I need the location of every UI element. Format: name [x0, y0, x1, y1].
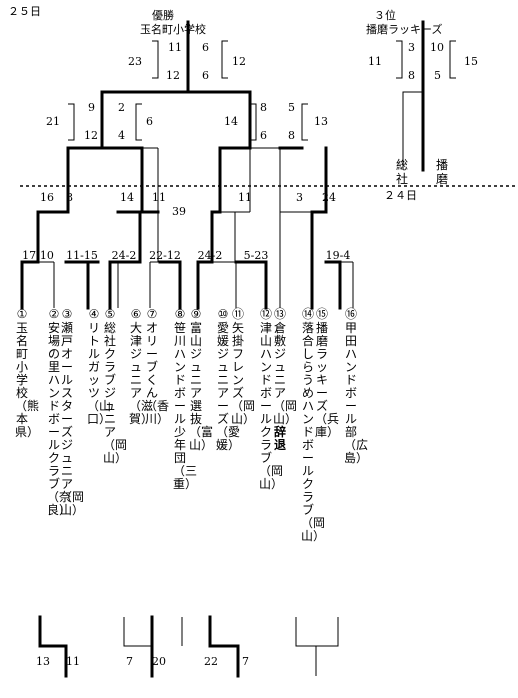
third-team: 播磨ラッキーズ — [366, 23, 443, 36]
bottom-score: 22 — [204, 655, 218, 668]
third-thin — [402, 91, 423, 170]
third-right-total: 15 — [464, 55, 478, 68]
quarter-score-3: 14 — [120, 191, 134, 204]
semi-right-a-h2: 6 — [260, 129, 267, 142]
bottom-thick — [38, 615, 240, 678]
third-left-h2: 8 — [408, 69, 415, 82]
leg-thin — [21, 262, 354, 308]
round1-score: 24-2 — [111, 249, 137, 262]
round1-score: 24-2 — [197, 249, 223, 262]
quarter-score-2: 8 — [66, 191, 73, 204]
score-brackets — [68, 40, 456, 141]
quarter-score-6: 11 — [238, 191, 252, 204]
semi-left-a-h2: 12 — [84, 129, 98, 142]
bottom-thin — [123, 617, 339, 676]
bottom-score: 7 — [126, 655, 133, 668]
final-left-total: 23 — [128, 55, 142, 68]
bottom-score: 13 — [36, 655, 50, 668]
quarter-score-8: 24 — [322, 191, 336, 204]
riser-thin — [157, 212, 281, 262]
final-left-h2: 12 — [166, 69, 180, 82]
winner-line — [158, 210, 268, 310]
third-right-h1: 10 — [430, 41, 444, 54]
quarter-score-5: 39 — [172, 205, 186, 218]
winner-line — [278, 146, 342, 310]
semi-left-a-h1: 9 — [88, 101, 95, 114]
bottom-score: 11 — [66, 655, 80, 668]
semi-left-a-total: 21 — [46, 115, 60, 128]
third-left-total: 11 — [368, 55, 382, 68]
winner-line — [186, 90, 252, 214]
quarter-score-7: 3 — [296, 191, 303, 204]
final-right-total: 12 — [232, 55, 246, 68]
day24-label: ２４日 — [384, 189, 417, 202]
champion-title: 優勝 — [152, 9, 174, 22]
round1-score: 17-10 — [22, 249, 54, 262]
final-right-h2: 6 — [202, 69, 209, 82]
semi-left-b-h2: 4 — [118, 129, 125, 142]
third-title: ３位 — [374, 9, 396, 22]
round1-score: 19-4 — [325, 249, 351, 262]
winner-line — [20, 20, 190, 310]
day25-label: ２５日 — [8, 5, 41, 18]
third-side-left: 総社 — [396, 158, 409, 186]
semi-right-b-h1: 5 — [288, 101, 295, 114]
semi-right-a-h1: 8 — [260, 101, 267, 114]
quarter-score-1: 16 — [40, 191, 54, 204]
semi-right-b-total: 13 — [314, 115, 328, 128]
withdrawn-label: 辞退 — [273, 425, 286, 452]
round1-score: 22-12 — [149, 249, 181, 262]
bottom-score: 20 — [152, 655, 166, 668]
round1-score: 5-23 — [243, 249, 269, 262]
third-left-h1: 3 — [408, 41, 415, 54]
final-left-h1: 11 — [168, 41, 182, 54]
final-right-h1: 6 — [202, 41, 209, 54]
bottom-score: 7 — [242, 655, 249, 668]
semi-left-b-h1: 2 — [118, 101, 125, 114]
champion-team: 玉名町小学校 — [140, 23, 206, 36]
semi-left-b-total: 6 — [146, 115, 153, 128]
quarter-score-4: 11 — [152, 191, 166, 204]
third-right-h2: 5 — [434, 69, 441, 82]
third-side-right: 播磨 — [436, 158, 449, 186]
round1-score: 11-15 — [66, 249, 98, 262]
winner-line — [100, 146, 160, 310]
semi-right-b-h2: 8 — [288, 129, 295, 142]
semi-right-a-total: 14 — [224, 115, 238, 128]
